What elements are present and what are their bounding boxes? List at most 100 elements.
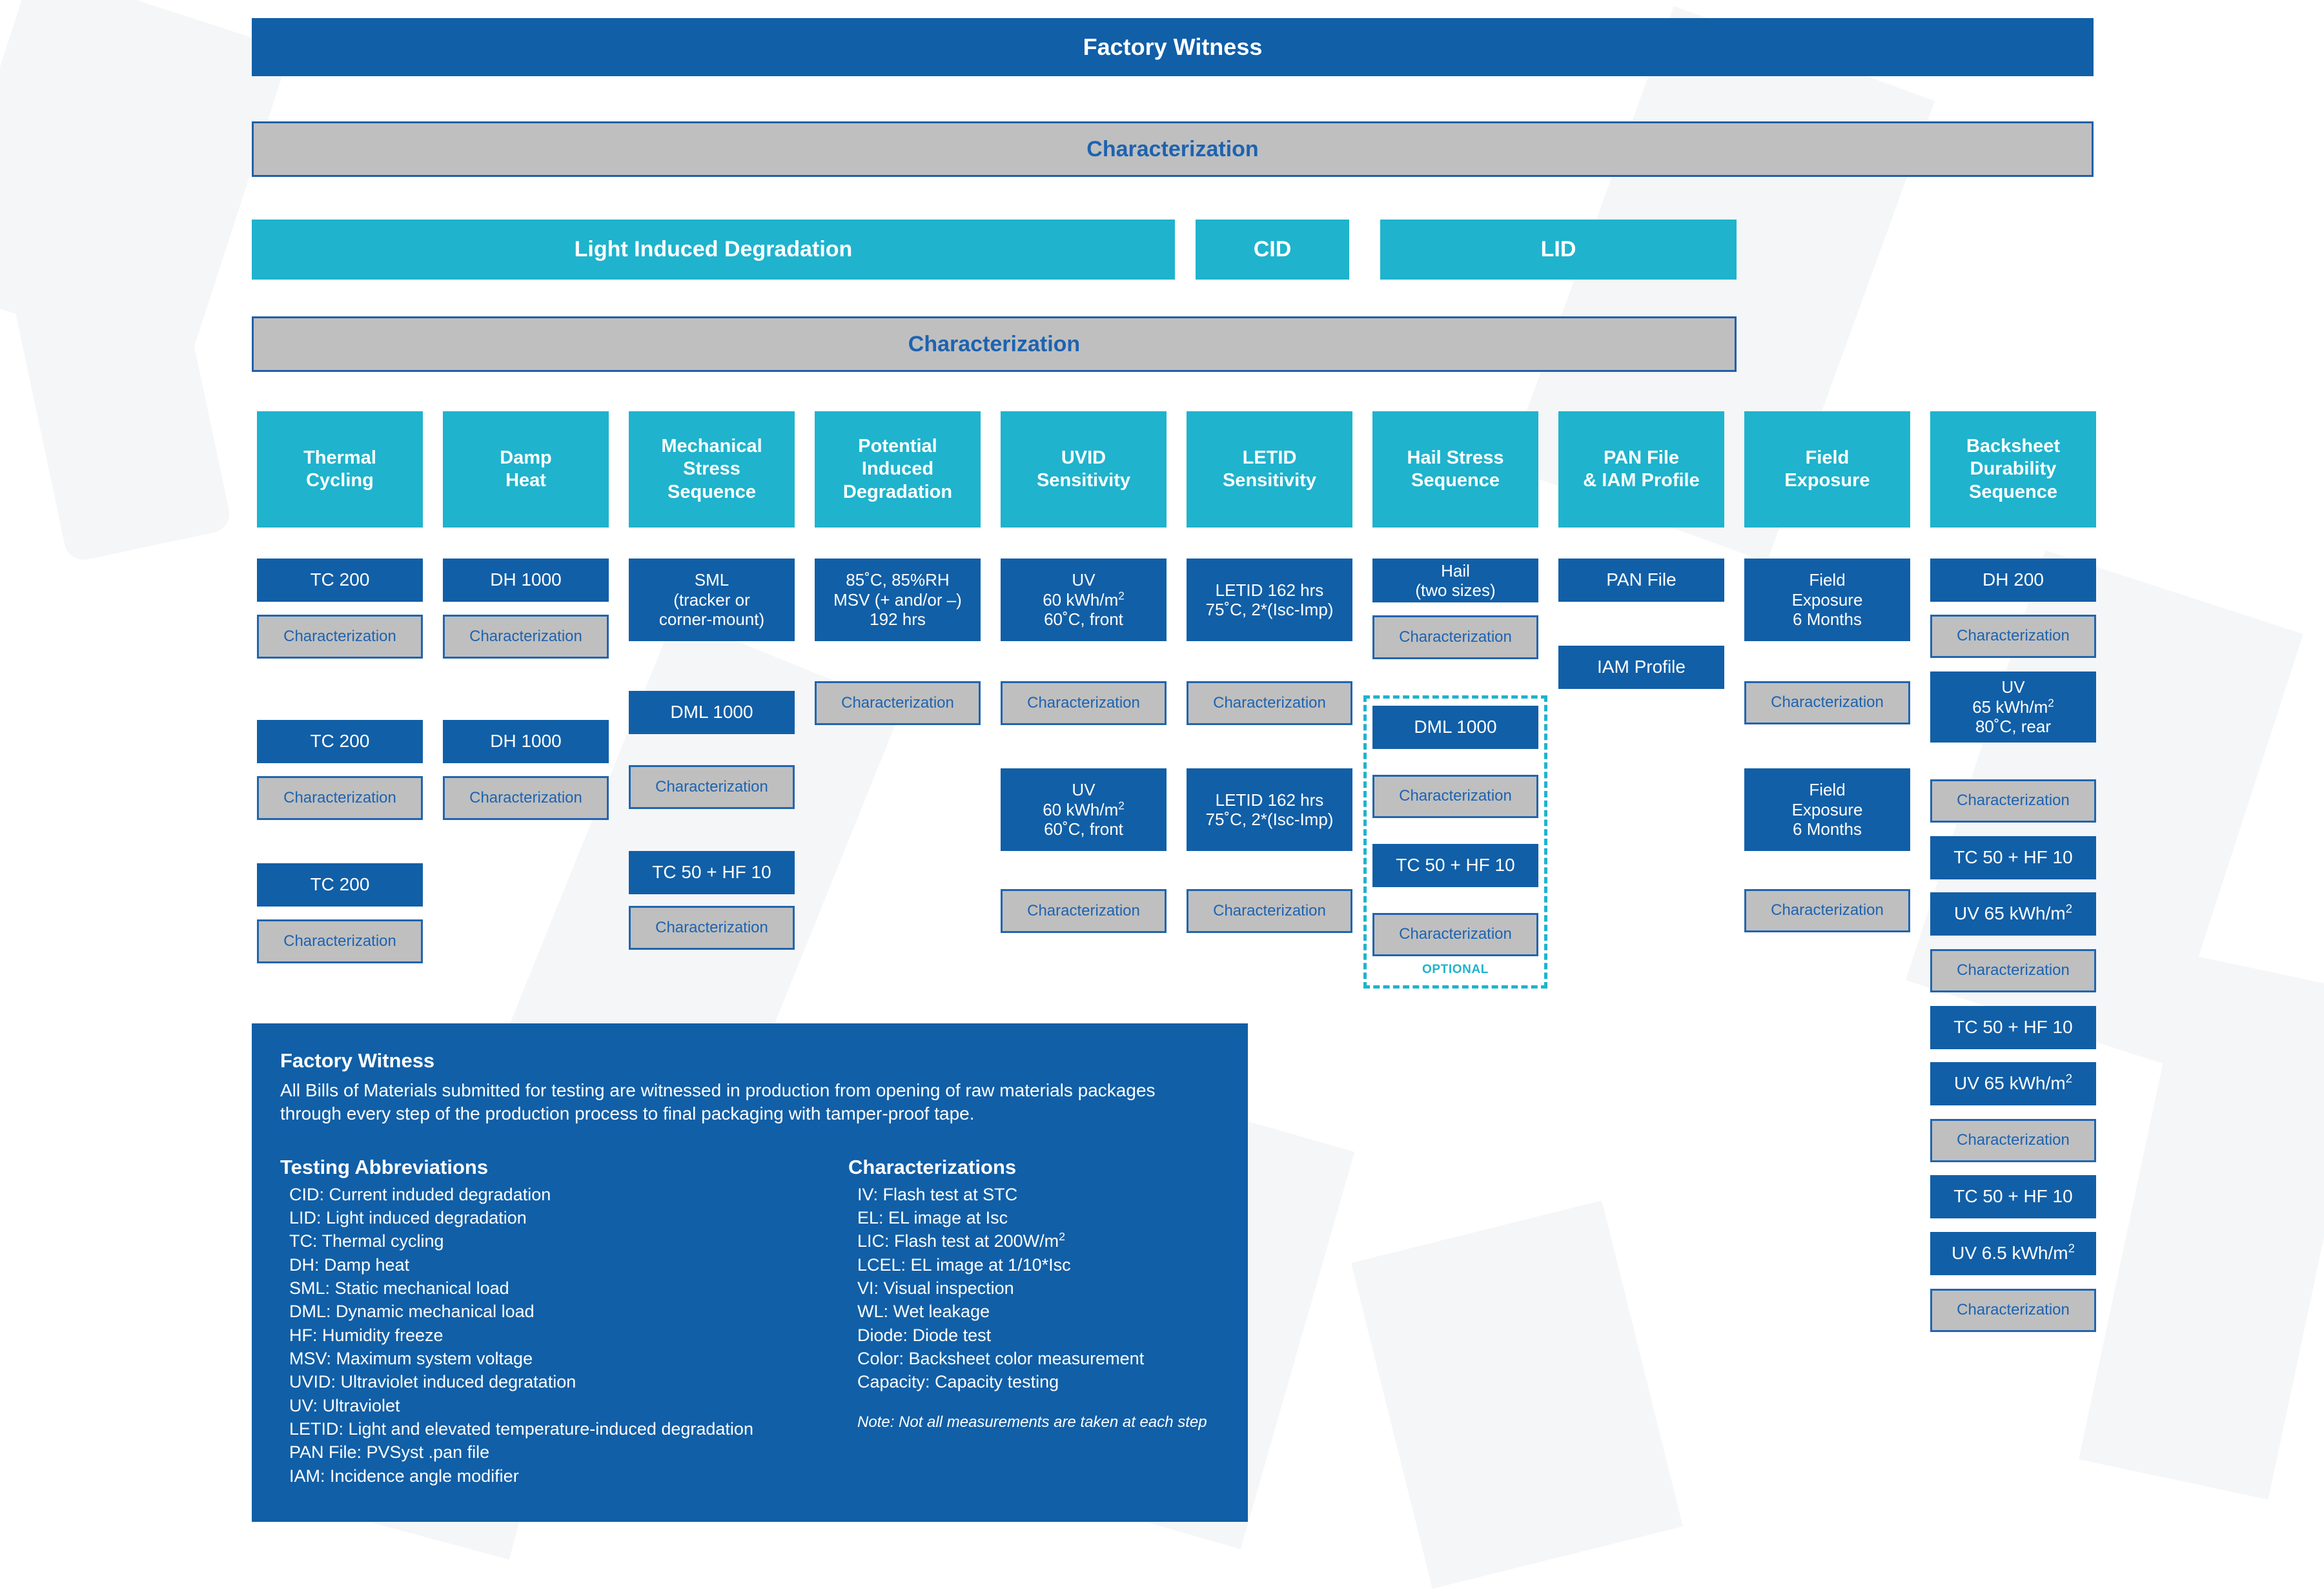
characterization-box[interactable]: Characterization — [1187, 681, 1352, 725]
legend-abbrev-item: CID: Current induded degradation — [289, 1184, 551, 1204]
legend-charac-item: VI: Visual inspection — [857, 1278, 1014, 1298]
characterization-box[interactable]: Characterization — [1001, 889, 1167, 933]
step-box-label: DH 1000 — [490, 731, 562, 752]
light-induced-degradation-label: Light Induced Degradation — [574, 237, 853, 261]
step-box-label: Characterization — [1213, 693, 1326, 712]
legend-charac-item: IV: Flash test at STC — [857, 1184, 1018, 1204]
step-box-label: Characterization — [1957, 1131, 2070, 1149]
characterization-box[interactable]: Characterization — [1930, 1119, 2096, 1162]
characterization-band-2: Characterization — [252, 316, 1737, 372]
column-header-pan-file-iam-profile[interactable]: PAN File& IAM Profile — [1558, 411, 1724, 528]
step-box[interactable]: DH 200 — [1930, 559, 2096, 602]
step-box[interactable]: TC 50 + HF 10 — [629, 851, 795, 894]
step-box[interactable]: TC 50 + HF 10 — [1930, 836, 2096, 879]
characterization-box[interactable]: Characterization — [1001, 681, 1167, 725]
characterization-box[interactable]: Characterization — [1930, 779, 2096, 823]
step-box-label: Characterization — [1399, 925, 1512, 943]
step-box[interactable]: DML 1000 — [1372, 706, 1538, 749]
characterization-box[interactable]: Characterization — [1930, 1289, 2096, 1332]
characterization-box[interactable]: Characterization — [257, 919, 423, 963]
legend-abbrev-item: DML: Dynamic mechanical load — [289, 1302, 535, 1322]
step-box[interactable]: Hail(two sizes) — [1372, 559, 1538, 602]
step-box[interactable]: TC 200 — [257, 863, 423, 907]
characterization-box[interactable]: Characterization — [1187, 889, 1352, 933]
step-box-label: TC 50 + HF 10 — [652, 862, 771, 883]
step-box[interactable]: TC 200 — [257, 720, 423, 763]
step-box[interactable]: TC 50 + HF 10 — [1930, 1175, 2096, 1218]
legend-abbrev-item: SML: Static mechanical load — [289, 1278, 509, 1298]
characterization-box[interactable]: Characterization — [1930, 615, 2096, 658]
step-box-label: Characterization — [655, 918, 768, 936]
legend-abbrev-item: PAN File: PVSyst .pan file — [289, 1442, 490, 1462]
diagram-canvas: Factory Witness Characterization Light I… — [252, 18, 2096, 1522]
step-box-label: Characterization — [469, 788, 582, 806]
characterization-band-1: Characterization — [252, 121, 2094, 177]
legend-abbrev-item: MSV: Maximum system voltage — [289, 1348, 533, 1368]
step-box-label: PAN File — [1606, 569, 1677, 590]
step-box-label: Characterization — [283, 788, 396, 806]
optional-sequence-label: OPTIONAL — [1422, 963, 1489, 976]
characterization-box[interactable]: Characterization — [1372, 775, 1538, 818]
step-box-label: Characterization — [1771, 901, 1884, 919]
legend-panel: Factory Witness All Bills of Materials s… — [252, 1023, 1248, 1522]
characterization-box[interactable]: Characterization — [257, 776, 423, 820]
characterization-box[interactable]: Characterization — [443, 615, 609, 659]
characterization-box[interactable]: Characterization — [629, 906, 795, 950]
step-box[interactable]: DH 1000 — [443, 559, 609, 602]
characterization-box[interactable]: Characterization — [1372, 615, 1538, 659]
characterization-box[interactable]: Characterization — [1930, 949, 2096, 992]
step-box[interactable]: IAM Profile — [1558, 646, 1724, 689]
step-box[interactable]: TC 200 — [257, 559, 423, 602]
step-box-label: Characterization — [469, 627, 582, 645]
column-header-label: PAN File& IAM Profile — [1583, 447, 1700, 491]
step-box-label: Characterization — [1027, 901, 1140, 919]
legend-title: Factory Witness — [280, 1049, 435, 1072]
characterization-box[interactable]: Characterization — [629, 765, 795, 809]
step-box-label: Characterization — [1957, 961, 2070, 979]
step-box[interactable]: UV 65 kWh/m2 — [1930, 892, 2096, 936]
step-box[interactable]: PAN File — [1558, 559, 1724, 602]
characterization-box[interactable]: Characterization — [443, 776, 609, 820]
step-box-label: DML 1000 — [670, 702, 753, 723]
step-box[interactable]: DH 1000 — [443, 720, 609, 763]
lid-band: LID — [1380, 220, 1737, 280]
step-box[interactable]: UV 6.5 kWh/m2 — [1930, 1232, 2096, 1275]
characterization-box[interactable]: Characterization — [257, 615, 423, 659]
step-box[interactable]: UV 65 kWh/m2 — [1930, 1062, 2096, 1105]
step-box[interactable]: TC 50 + HF 10 — [1372, 844, 1538, 887]
characterization-band-1-label: Characterization — [1086, 136, 1259, 161]
step-box[interactable]: DML 1000 — [629, 691, 795, 734]
step-box[interactable]: TC 50 + HF 10 — [1930, 1006, 2096, 1049]
characterization-box[interactable]: Characterization — [1744, 681, 1910, 724]
characterization-box[interactable]: Characterization — [815, 681, 981, 725]
step-box-label: Characterization — [1399, 628, 1512, 646]
characterization-box[interactable]: Characterization — [1744, 889, 1910, 932]
characterization-box[interactable]: Characterization — [1372, 913, 1538, 956]
